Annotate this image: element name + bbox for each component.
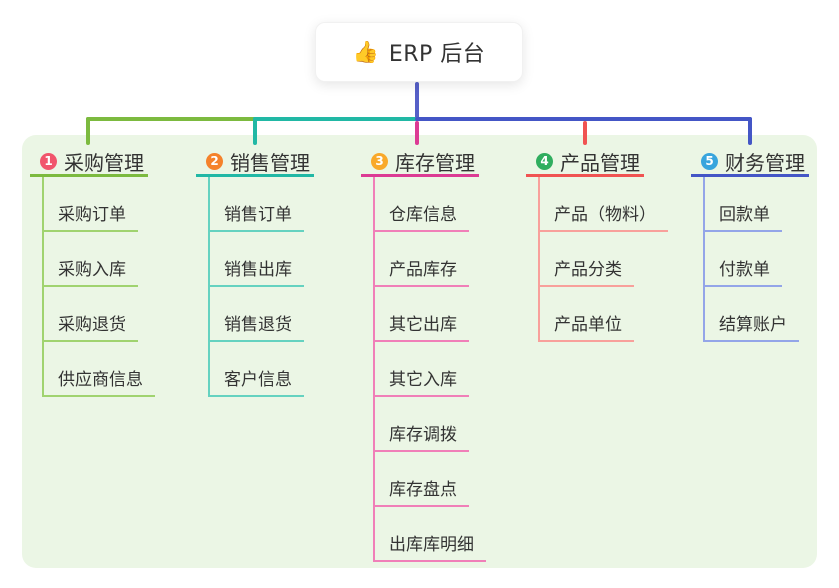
child-node[interactable]: 结算账户 — [703, 287, 809, 342]
branch-product: 4 产品管理 产品（物料） 产品分类 产品单位 — [526, 145, 668, 342]
thumbs-up-icon: 👍 — [352, 39, 379, 64]
child-node[interactable]: 客户信息 — [208, 342, 314, 397]
connector-bus-finance — [415, 117, 752, 121]
child-label: 其它入库 — [373, 365, 469, 397]
branch-child-line — [208, 177, 210, 397]
child-node[interactable]: 销售出库 — [208, 232, 314, 287]
branch-finance: 5 财务管理 回款单 付款单 结算账户 — [691, 145, 809, 342]
branch-children: 回款单 付款单 结算账户 — [703, 177, 809, 342]
branch-child-line — [703, 177, 705, 342]
branch-number-badge: 3 — [371, 152, 388, 170]
child-node[interactable]: 采购退货 — [42, 287, 148, 342]
branch-number-badge: 2 — [206, 152, 223, 170]
child-label: 采购入库 — [42, 255, 138, 287]
child-node[interactable]: 产品（物料） — [538, 177, 668, 232]
child-label: 库存盘点 — [373, 475, 469, 507]
branch-sales: 2 销售管理 销售订单 销售出库 销售退货 客户信息 — [196, 145, 314, 397]
child-node[interactable]: 其它出库 — [373, 287, 479, 342]
branch-children: 采购订单 采购入库 采购退货 供应商信息 — [42, 177, 155, 397]
child-node[interactable]: 仓库信息 — [373, 177, 479, 232]
branch-child-line — [42, 177, 44, 397]
child-node[interactable]: 产品库存 — [373, 232, 479, 287]
child-node[interactable]: 供应商信息 — [42, 342, 155, 397]
child-label: 供应商信息 — [42, 365, 155, 397]
child-label: 仓库信息 — [373, 200, 469, 232]
connector-drop-finance — [748, 117, 752, 145]
child-label: 产品单位 — [538, 310, 634, 342]
branches-panel — [22, 135, 817, 568]
branch-label: 产品管理 — [560, 150, 640, 175]
branch-inventory: 3 库存管理 仓库信息 产品库存 其它出库 其它入库 库存调拨 库存盘点 出库库… — [361, 145, 486, 562]
child-label: 产品分类 — [538, 255, 634, 287]
child-node[interactable]: 库存盘点 — [373, 452, 479, 507]
child-node[interactable]: 付款单 — [703, 232, 809, 287]
child-node[interactable]: 库存调拨 — [373, 397, 479, 452]
child-label: 其它出库 — [373, 310, 469, 342]
branch-number-badge: 1 — [40, 152, 57, 170]
child-label: 客户信息 — [208, 365, 304, 397]
branch-label: 库存管理 — [395, 150, 475, 175]
child-node[interactable]: 产品单位 — [538, 287, 644, 342]
child-node[interactable]: 采购入库 — [42, 232, 148, 287]
child-label: 销售出库 — [208, 255, 304, 287]
branch-title-product[interactable]: 4 产品管理 — [526, 145, 644, 177]
child-label: 采购退货 — [42, 310, 138, 342]
root-node[interactable]: 👍 ERP 后台 — [315, 22, 523, 82]
branch-number-badge: 4 — [536, 152, 553, 170]
child-label: 产品库存 — [373, 255, 469, 287]
child-node[interactable]: 产品分类 — [538, 232, 644, 287]
child-node[interactable]: 出库库明细 — [373, 507, 486, 562]
branch-purchase: 1 采购管理 采购订单 采购入库 采购退货 供应商信息 — [30, 145, 155, 397]
branch-label: 采购管理 — [64, 150, 144, 175]
child-label: 回款单 — [703, 200, 782, 232]
connector-trunk — [415, 82, 419, 121]
branch-children: 仓库信息 产品库存 其它出库 其它入库 库存调拨 库存盘点 出库库明细 — [373, 177, 486, 562]
branch-child-line — [373, 177, 375, 562]
child-node[interactable]: 采购订单 — [42, 177, 148, 232]
branch-title-inventory[interactable]: 3 库存管理 — [361, 145, 479, 177]
child-label: 付款单 — [703, 255, 782, 287]
branch-label: 财务管理 — [725, 150, 805, 175]
branch-children: 产品（物料） 产品分类 产品单位 — [538, 177, 668, 342]
connector-bus-purchase — [86, 117, 257, 121]
branch-title-sales[interactable]: 2 销售管理 — [196, 145, 314, 177]
child-label: 出库库明细 — [373, 530, 486, 562]
connector-drop-product — [583, 121, 587, 145]
child-node[interactable]: 其它入库 — [373, 342, 479, 397]
connector-drop-inventory — [415, 121, 419, 145]
root-label: ERP 后台 — [388, 42, 486, 67]
child-label: 产品（物料） — [538, 200, 668, 232]
child-node[interactable]: 回款单 — [703, 177, 809, 232]
child-label: 结算账户 — [703, 310, 799, 342]
child-node[interactable]: 销售订单 — [208, 177, 314, 232]
child-label: 库存调拨 — [373, 420, 469, 452]
child-node[interactable]: 销售退货 — [208, 287, 314, 342]
connector-bus-sales — [253, 117, 417, 121]
branch-title-purchase[interactable]: 1 采购管理 — [30, 145, 148, 177]
child-label: 销售退货 — [208, 310, 304, 342]
branch-child-line — [538, 177, 540, 342]
branch-title-finance[interactable]: 5 财务管理 — [691, 145, 809, 177]
branch-label: 销售管理 — [230, 150, 310, 175]
connector-drop-purchase — [86, 117, 90, 145]
branch-children: 销售订单 销售出库 销售退货 客户信息 — [208, 177, 314, 397]
child-label: 销售订单 — [208, 200, 304, 232]
child-label: 采购订单 — [42, 200, 138, 232]
branch-number-badge: 5 — [701, 152, 718, 170]
connector-drop-sales — [253, 117, 257, 145]
